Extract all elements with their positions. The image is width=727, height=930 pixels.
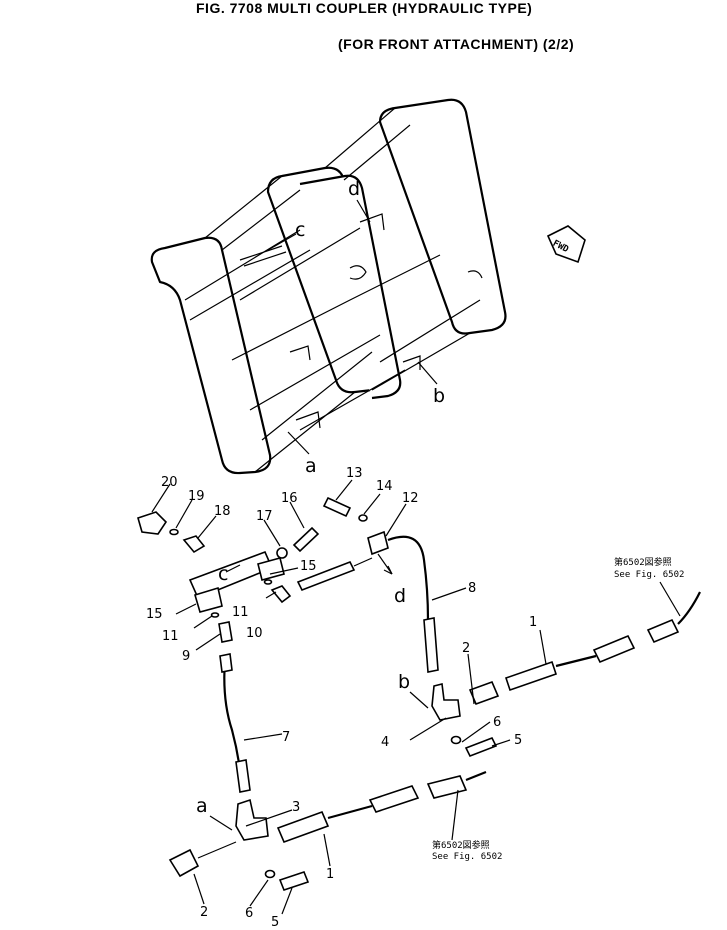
callout-10: 10	[246, 626, 263, 641]
callout-3: 3	[292, 800, 300, 815]
coupler-frame	[150, 98, 507, 475]
callout-1-lower: 1	[326, 867, 334, 882]
part-1-lower-coupler	[368, 785, 420, 813]
part-13-bolt	[322, 496, 352, 518]
callout-19: 19	[188, 489, 205, 504]
part-1-lower-hose-fitting	[276, 810, 330, 844]
fwd-arrow: FWD	[546, 225, 586, 264]
callout-numbers: 20 19 18 17 16 13 14 12 15 15 11 11 10 9…	[146, 466, 537, 930]
callout-17: 17	[256, 509, 273, 524]
bolt-shaft	[296, 560, 356, 592]
part-3-tee	[235, 798, 269, 841]
part-5-upper-bolt	[464, 736, 498, 758]
callout-6-lower: 6	[245, 906, 253, 921]
part-1-upper-coupler	[592, 634, 636, 664]
part-2-lower-adapter	[168, 848, 200, 878]
part-11-oring-mid	[263, 579, 273, 585]
part-19-oring	[169, 528, 179, 536]
callout-7: 7	[282, 730, 290, 745]
ref-letter-d-lower: d	[394, 585, 406, 607]
callout-1-upper: 1	[529, 615, 537, 630]
ref-letter-d-top: d	[348, 178, 360, 200]
callout-15-right: 15	[300, 559, 317, 574]
see-fig-top-en: See Fig. 6502	[614, 570, 684, 580]
upper-external-fitting	[646, 618, 680, 644]
callout-11-left: 11	[162, 629, 179, 644]
callout-15-left: 15	[146, 607, 163, 622]
hose-8-fitting	[423, 617, 439, 673]
part-6-lower-oring	[264, 869, 276, 879]
leader-lines	[151, 479, 681, 915]
callout-11-mid: 11	[232, 605, 249, 620]
callout-2-lower: 2	[200, 905, 208, 920]
callout-18: 18	[214, 504, 231, 519]
callout-13: 13	[346, 466, 363, 481]
ref-letter-b-top: b	[433, 385, 445, 407]
part-11-oring-left	[210, 612, 220, 618]
part-14-washer	[358, 514, 368, 522]
figure-title: FIG. 7708 MULTI COUPLER (HYDRAULIC TYPE)	[196, 0, 533, 16]
lower-external-fitting	[426, 775, 468, 799]
callout-8: 8	[468, 581, 476, 596]
see-fig-bottom-jp: 第6502図参照	[432, 839, 490, 851]
callout-6-upper: 6	[493, 715, 501, 730]
ref-letter-c-bracket: c	[218, 563, 228, 585]
ref-letter-c-top: c	[295, 219, 305, 241]
callout-4: 4	[381, 735, 389, 750]
part-16-bolt	[292, 526, 320, 553]
ref-letter-a-top: a	[305, 455, 317, 477]
callout-20: 20	[161, 475, 178, 490]
part-20-fitting	[137, 511, 168, 535]
part-1-upper-hose-fitting	[504, 660, 558, 692]
callout-5-upper: 5	[514, 733, 522, 748]
see-fig-top-jp: 第6502図参照	[614, 556, 672, 568]
callout-2-upper: 2	[462, 641, 470, 656]
bracket-c-assembly: c	[188, 550, 285, 613]
callout-5-lower: 5	[271, 915, 279, 930]
see-fig-bottom-en: See Fig. 6502	[432, 852, 502, 862]
ref-letter-a-lower: a	[196, 795, 208, 817]
part-9-fitting	[218, 621, 233, 643]
part-4-tee	[431, 683, 461, 721]
part-10-elbow	[270, 585, 292, 604]
part-12-block	[367, 530, 389, 556]
figure-subtitle: (FOR FRONT ATTACHMENT) (2/2)	[338, 36, 575, 52]
part-6-upper-oring	[450, 735, 462, 745]
callout-12: 12	[402, 491, 419, 506]
part-8-hose	[387, 535, 430, 621]
part-17-nut	[276, 547, 288, 559]
part-18-fitting	[182, 535, 206, 554]
callout-14: 14	[376, 479, 393, 494]
part-5-lower-bolt	[278, 871, 310, 891]
hose-7-bottom-end	[235, 759, 251, 793]
callout-9: 9	[182, 649, 190, 664]
hose-7-top-end	[219, 653, 233, 673]
ref-letter-b-lower: b	[398, 671, 410, 693]
callout-16: 16	[281, 491, 298, 506]
